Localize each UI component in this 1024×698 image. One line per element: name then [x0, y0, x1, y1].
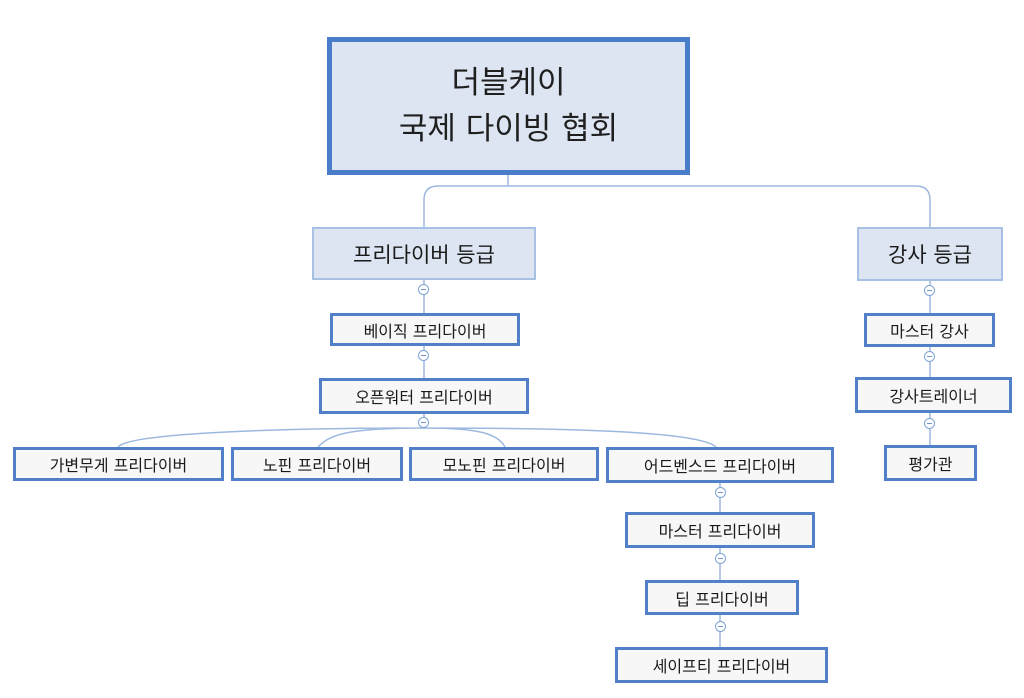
root-title-line2: 국제 다이빙 협회 [398, 111, 619, 147]
node-master-freediver-label: 마스터 프리다이버 [658, 522, 782, 541]
node-examiner[interactable]: 평가관 [884, 445, 977, 481]
node-safety-freediver-label: 세이프티 프리다이버 [652, 657, 791, 676]
node-deep-freediver-label: 딥 프리다이버 [675, 589, 769, 609]
collapse-master-icon[interactable] [715, 553, 726, 564]
node-no-fin-freediver[interactable]: 노핀 프리다이버 [231, 447, 403, 481]
root-node[interactable]: 더블케이 국제 다이빙 협회 [327, 37, 690, 175]
category-freediver[interactable]: 프리다이버 등급 [312, 227, 536, 280]
connector-openwater-to-specialties [117, 414, 717, 448]
collapse-deep-icon[interactable] [715, 621, 726, 632]
collapse-openwater-icon[interactable] [418, 417, 429, 428]
node-master-freediver[interactable]: 마스터 프리다이버 [625, 512, 815, 548]
node-instructor-trainer-label: 강사트레이너 [889, 387, 978, 406]
node-openwater-freediver[interactable]: 오픈워터 프리다이버 [319, 378, 529, 414]
root-title-line1: 더블케이 [451, 65, 566, 101]
node-advanced-freediver-label: 어드벤스드 프리다이버 [643, 457, 797, 476]
collapse-trainer-icon[interactable] [924, 418, 935, 429]
category-freediver-label: 프리다이버 등급 [353, 242, 495, 267]
collapse-master-instructor-icon[interactable] [924, 351, 935, 362]
node-basic-freediver-label: 베이직 프리다이버 [363, 321, 487, 341]
node-variable-weight-freediver[interactable]: 가변무게 프리다이버 [13, 447, 224, 481]
node-basic-freediver[interactable]: 베이직 프리다이버 [330, 313, 520, 346]
node-advanced-freediver[interactable]: 어드벤스드 프리다이버 [606, 447, 834, 483]
node-variable-weight-freediver-label: 가변무게 프리다이버 [49, 456, 188, 475]
node-master-instructor-label: 마스터 강사 [890, 322, 969, 341]
collapse-basic-icon[interactable] [418, 350, 429, 361]
node-master-instructor[interactable]: 마스터 강사 [864, 313, 995, 347]
node-safety-freediver[interactable]: 세이프티 프리다이버 [615, 647, 828, 683]
connector-root-to-categories [423, 175, 931, 232]
node-deep-freediver[interactable]: 딥 프리다이버 [645, 580, 799, 615]
node-monofin-freediver[interactable]: 모노핀 프리다이버 [409, 447, 599, 481]
node-examiner-label: 평가관 [908, 455, 953, 474]
collapse-advanced-icon[interactable] [715, 487, 726, 498]
node-instructor-trainer[interactable]: 강사트레이너 [855, 377, 1012, 413]
category-instructor[interactable]: 강사 등급 [857, 227, 1003, 281]
collapse-instructor-icon[interactable] [924, 285, 935, 296]
node-no-fin-freediver-label: 노핀 프리다이버 [262, 456, 372, 475]
node-openwater-freediver-label: 오픈워터 프리다이버 [355, 388, 493, 407]
collapse-freediver-icon[interactable] [418, 284, 429, 295]
node-monofin-freediver-label: 모노핀 프리다이버 [442, 456, 566, 475]
category-instructor-label: 강사 등급 [888, 243, 972, 267]
